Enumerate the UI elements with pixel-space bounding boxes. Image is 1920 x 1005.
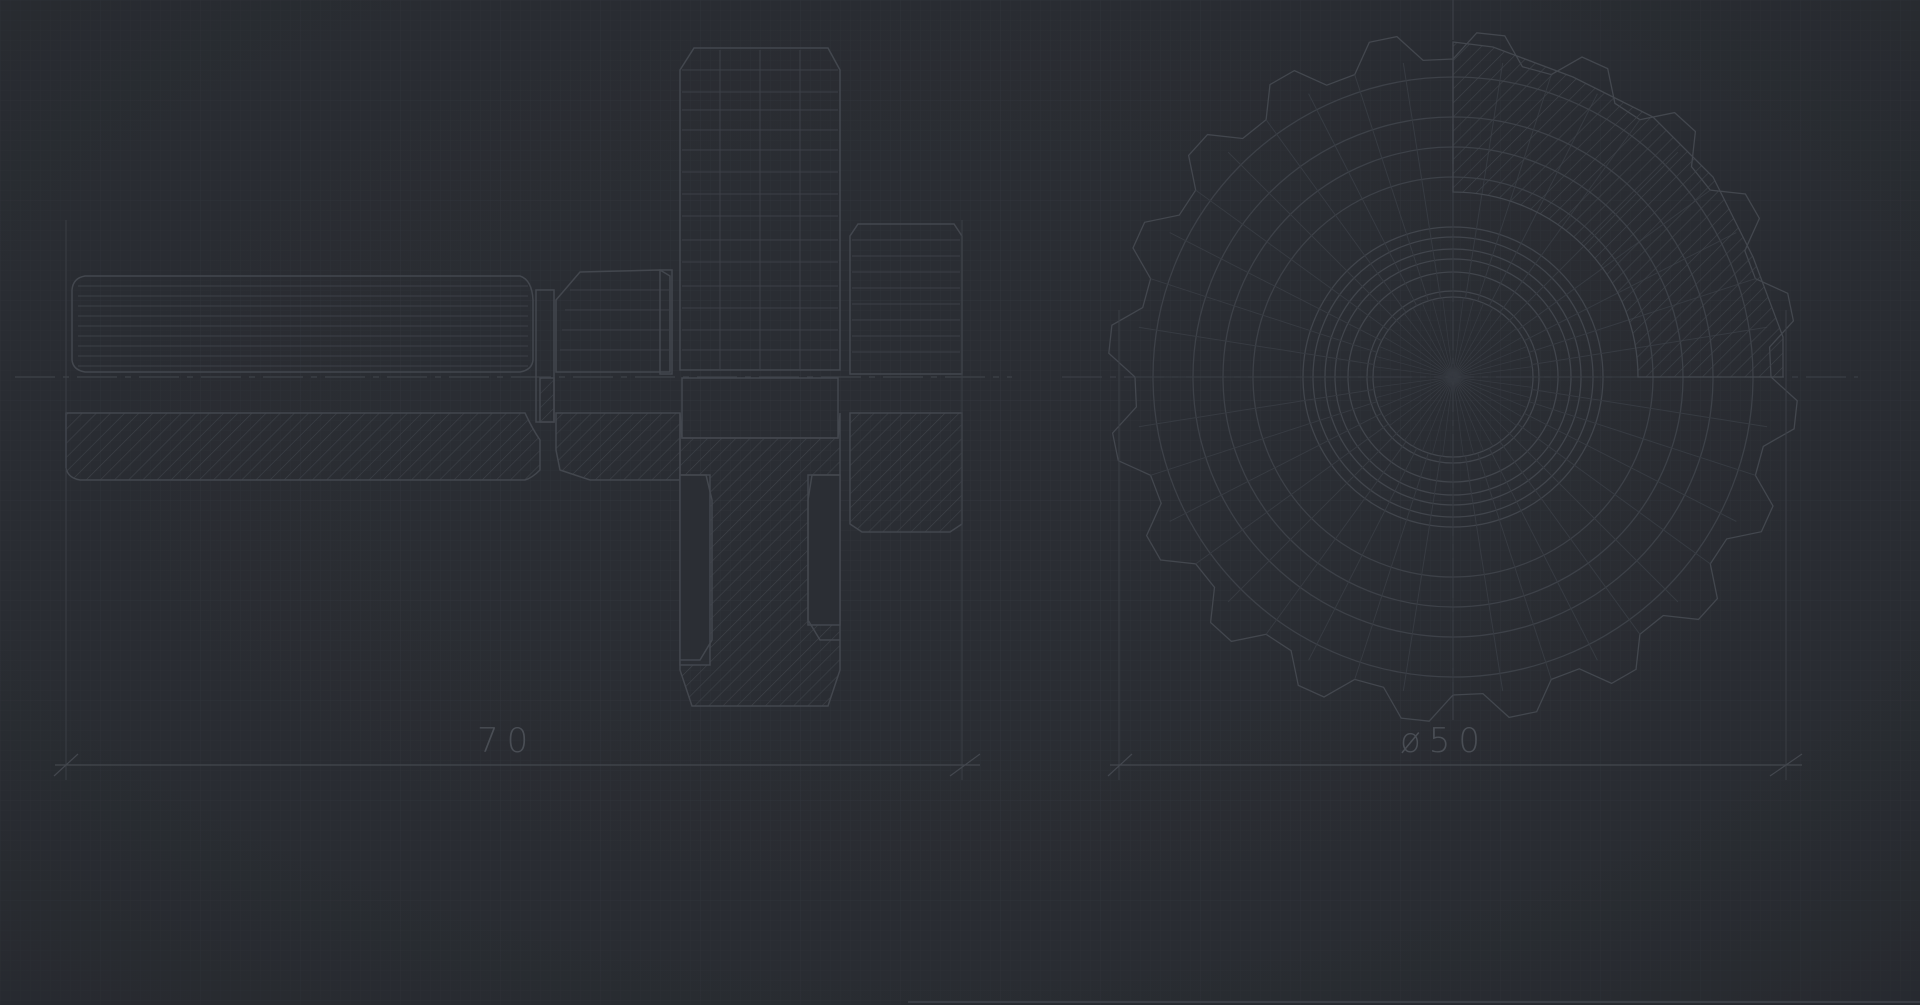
hub-radial-line	[1452, 376, 1531, 399]
main-gear-section	[679, 47, 841, 707]
hub-radial-line	[1412, 307, 1454, 378]
gear-radial-line	[1227, 151, 1397, 321]
hub-radial-line	[1452, 346, 1528, 378]
gear-radial-line	[1477, 452, 1552, 680]
hub-radial-line	[1431, 376, 1454, 455]
hub-radial-line	[1375, 355, 1454, 378]
hub-radial-line	[1422, 302, 1454, 378]
hub-radial-line	[1389, 376, 1454, 427]
hub-radial-line	[1452, 376, 1533, 388]
gear-radial-line	[1150, 278, 1378, 353]
gear-radial-line	[1402, 455, 1441, 692]
hub-radial-line	[1403, 376, 1454, 441]
hub-radial-line	[1378, 376, 1454, 408]
hub-radial-line	[1383, 336, 1454, 378]
hub-radial-line	[1452, 297, 1464, 378]
hub-radial-line	[1452, 336, 1523, 378]
hub-radial-line	[1375, 376, 1454, 399]
hub-radial-line	[1452, 376, 1517, 427]
gear-radial-line	[1488, 448, 1598, 661]
gear-radial-line	[1195, 423, 1389, 565]
hub-radial-line	[1452, 376, 1464, 457]
gear-radial-line	[1150, 401, 1378, 476]
hub-radial-line	[1422, 376, 1454, 452]
gear-radial-line	[1509, 433, 1679, 603]
hub-radial-line	[1452, 376, 1510, 434]
gear-hatched-quadrant	[1452, 41, 1784, 378]
gear-radial-line	[1195, 189, 1389, 331]
hub-radial-line	[1373, 376, 1454, 388]
gear-radial-line	[1308, 448, 1418, 661]
hub-radial-line	[1452, 376, 1523, 418]
gear-radial-line	[1354, 452, 1429, 680]
hub-radial-line	[1452, 307, 1494, 378]
hub-radial-line	[1412, 376, 1454, 447]
hub-radial-line	[1452, 313, 1503, 378]
hub-radial-line	[1452, 376, 1503, 441]
gear-radial-line	[1465, 455, 1504, 692]
hub-radial-line	[1442, 297, 1454, 378]
hub-radial-line	[1442, 376, 1454, 457]
side-section-view	[15, 47, 1012, 780]
gear-radial-line	[1138, 389, 1375, 428]
splined-shaft	[65, 275, 541, 481]
hub-radial-line	[1396, 320, 1454, 378]
hub-radial-line	[1452, 366, 1533, 378]
gear-radial-line	[1227, 433, 1397, 603]
hub-radial-line	[1378, 346, 1454, 378]
gear-section-hatch	[1452, 41, 1784, 378]
hub-radial-line	[1452, 376, 1494, 447]
gear-radial-line	[1528, 401, 1756, 476]
hub-radial-line	[1431, 299, 1454, 378]
gear-radial-line	[1265, 119, 1407, 313]
hub-radial-line	[1403, 313, 1454, 378]
gear-radial-line	[1169, 232, 1382, 342]
hub-radial-line	[1452, 376, 1475, 455]
side-dimension	[53, 753, 981, 777]
gear-radial-line	[1402, 62, 1441, 299]
front-dimension-label: ø50	[1400, 721, 1488, 761]
hub-radial-line	[1452, 327, 1517, 378]
gear-radial-line	[1499, 441, 1641, 635]
hub-radial-line	[1452, 376, 1528, 408]
hub-radial-line	[1452, 355, 1531, 378]
gear-radial-line	[1265, 441, 1407, 635]
hub-radial-line	[1452, 299, 1475, 378]
hub-radial-line	[1373, 366, 1454, 378]
hub-radial-line	[1452, 320, 1510, 378]
hub-radial-line	[1452, 302, 1484, 378]
gear-radial-line	[1308, 93, 1418, 306]
gear-radial-line	[1531, 389, 1768, 428]
hub-radial-line	[1452, 376, 1484, 452]
gear-radial-line	[1354, 74, 1429, 302]
gear-front-view	[1062, 0, 1858, 780]
hub-radial-line	[1389, 327, 1454, 378]
shaft-collar	[535, 269, 681, 481]
gear-radial-line	[1138, 326, 1375, 365]
front-dimension	[1107, 753, 1803, 777]
hub-radial-line	[1396, 376, 1454, 434]
gear-radial-line	[1169, 412, 1382, 522]
side-dimension-label: 70	[477, 721, 536, 761]
hub-radial-line	[1383, 376, 1454, 418]
gear-radial-line	[1524, 412, 1737, 522]
gear-radial-line	[1517, 423, 1711, 565]
